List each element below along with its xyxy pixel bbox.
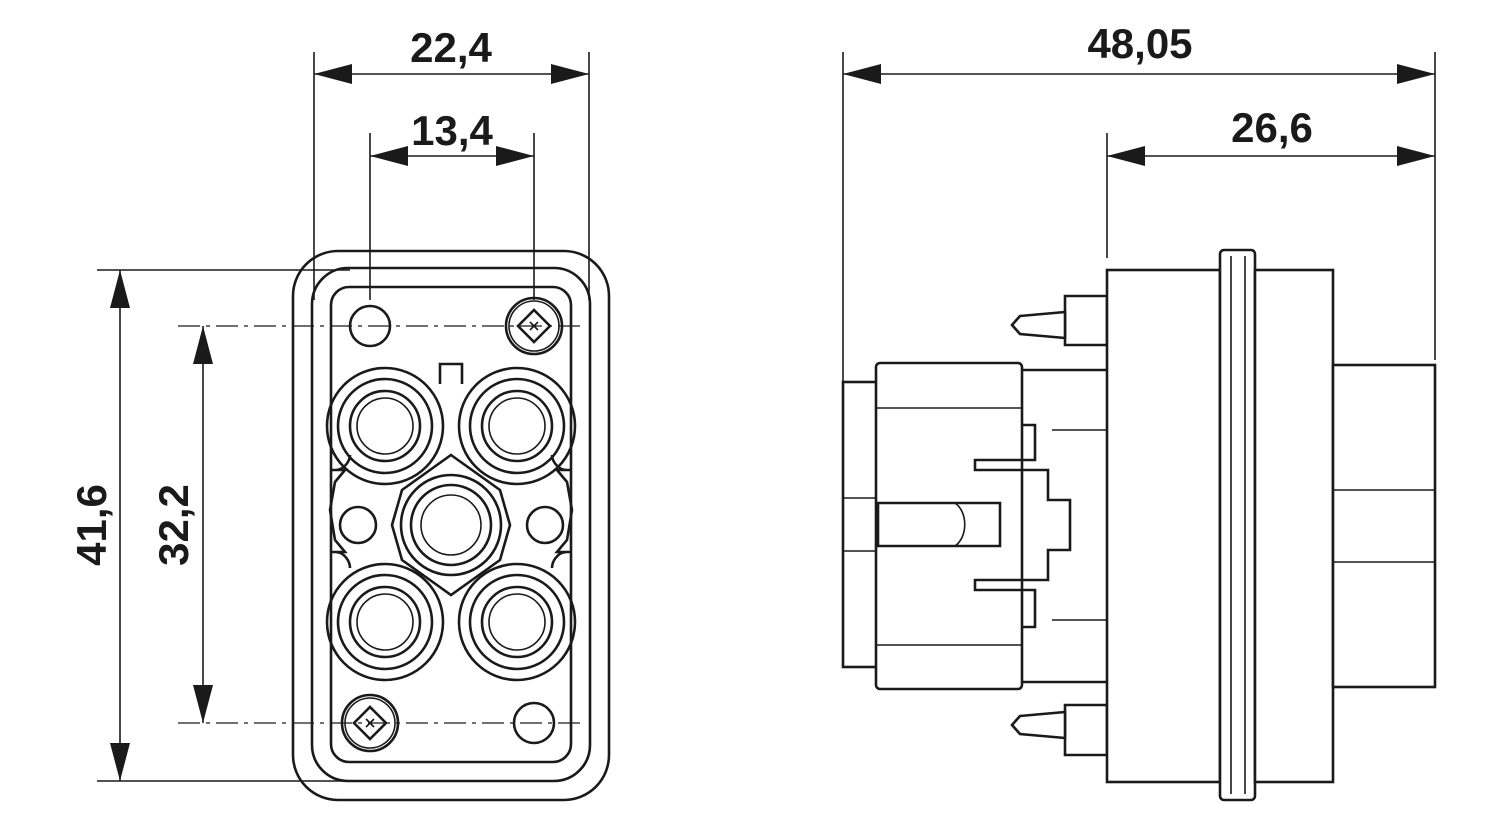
dim-length-total: 48,05: [842, 20, 1436, 382]
dim-width-outer: 22,4: [313, 24, 590, 300]
coding-notch: [438, 362, 464, 384]
front-view: 22,4 13,4 41,6 32,2: [68, 24, 611, 802]
contact-4: [325, 562, 445, 682]
dim-width-inner-label: 13,4: [411, 107, 493, 154]
cable-outlet: [1331, 363, 1437, 689]
locking-latch: [876, 501, 1002, 548]
dim-height-inner: 32,2: [150, 326, 213, 723]
side-view: 48,05 26,6: [841, 20, 1437, 802]
dim-length-rear-label: 26,6: [1231, 104, 1313, 151]
contact-1: [325, 366, 445, 486]
side-hole-left: [338, 505, 378, 545]
contact-2: [457, 366, 577, 486]
dim-length-rear: 26,6: [1106, 104, 1435, 258]
flange: [1218, 248, 1257, 802]
guide-pin-top: [1010, 294, 1109, 347]
contact-5: [457, 562, 577, 682]
housing-outer-outline: [291, 249, 611, 802]
housing-inner-outline: [310, 266, 592, 783]
housing-block: [1105, 268, 1222, 784]
dim-length-total-label: 48,05: [1087, 20, 1192, 67]
rear-block: [1253, 268, 1335, 784]
insert-inner-contour: [328, 454, 574, 569]
middle-frame: [973, 368, 1107, 684]
insert-plate: [329, 285, 573, 764]
side-hole-right: [525, 505, 565, 545]
dim-height-outer-label: 41,6: [68, 484, 115, 566]
dim-width-inner: 13,4: [369, 107, 535, 300]
center-contact-diamond: [390, 453, 512, 597]
contact-3-center: [399, 473, 503, 577]
dim-height-inner-label: 32,2: [150, 484, 197, 566]
dim-height-outer: 41,6: [68, 269, 350, 782]
dim-width-outer-label: 22,4: [410, 24, 492, 71]
guide-pin-bottom: [1010, 703, 1109, 757]
mating-face-cap: [841, 380, 880, 669]
